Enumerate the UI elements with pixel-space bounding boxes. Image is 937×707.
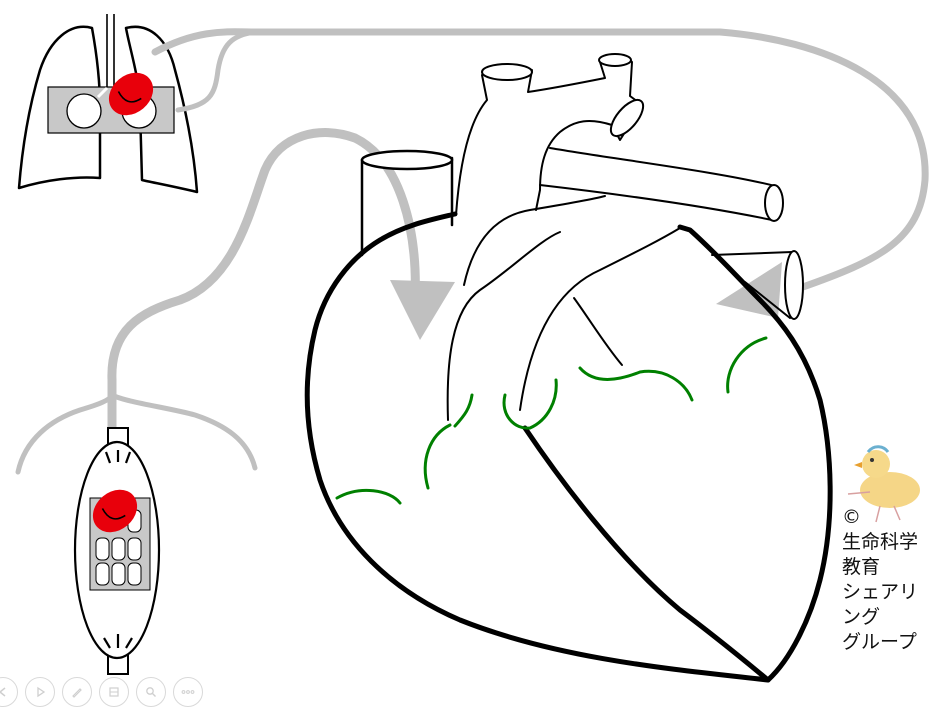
pulmonary-vein-path — [151, 28, 929, 292]
trachea — [106, 14, 115, 92]
alveolus-left — [66, 93, 102, 129]
coronary-vessels — [335, 336, 768, 505]
interventricular-line — [522, 425, 771, 683]
heart — [304, 53, 833, 683]
left-ventricle-line — [519, 227, 681, 411]
blood-paths — [15, 28, 929, 475]
pulmonary-vein — [711, 251, 793, 319]
mitral-line — [573, 297, 623, 366]
lung-return-path — [175, 29, 258, 113]
credit-line-1: 生命科学 — [842, 531, 919, 553]
arrow-vena-cava-path — [107, 128, 420, 465]
credit-line-4: ング — [842, 606, 881, 628]
credit-line-2: 教育 — [842, 556, 881, 578]
vena-cava-opening — [360, 149, 454, 171]
arrow-head-vena-cava — [390, 280, 455, 340]
chick-logo — [847, 445, 920, 523]
heart-outline — [304, 211, 833, 683]
red-blood-cell-body — [92, 489, 138, 533]
body-left-branch — [15, 392, 115, 475]
credit-line-3: シェアリ — [842, 581, 919, 603]
red-blood-cell-lungs — [108, 72, 154, 116]
copyright-mark: © — [842, 506, 861, 528]
pulmonary-artery — [539, 147, 776, 221]
credit-line-5: グループ — [842, 631, 917, 653]
body-tissue — [73, 427, 161, 675]
ascending-aorta-inner — [463, 195, 606, 286]
aorta — [455, 56, 643, 216]
body-right-branch — [109, 392, 258, 471]
credit-text: © 生命科学 教育 シェアリ ング グループ — [842, 505, 937, 655]
septum — [446, 231, 561, 421]
